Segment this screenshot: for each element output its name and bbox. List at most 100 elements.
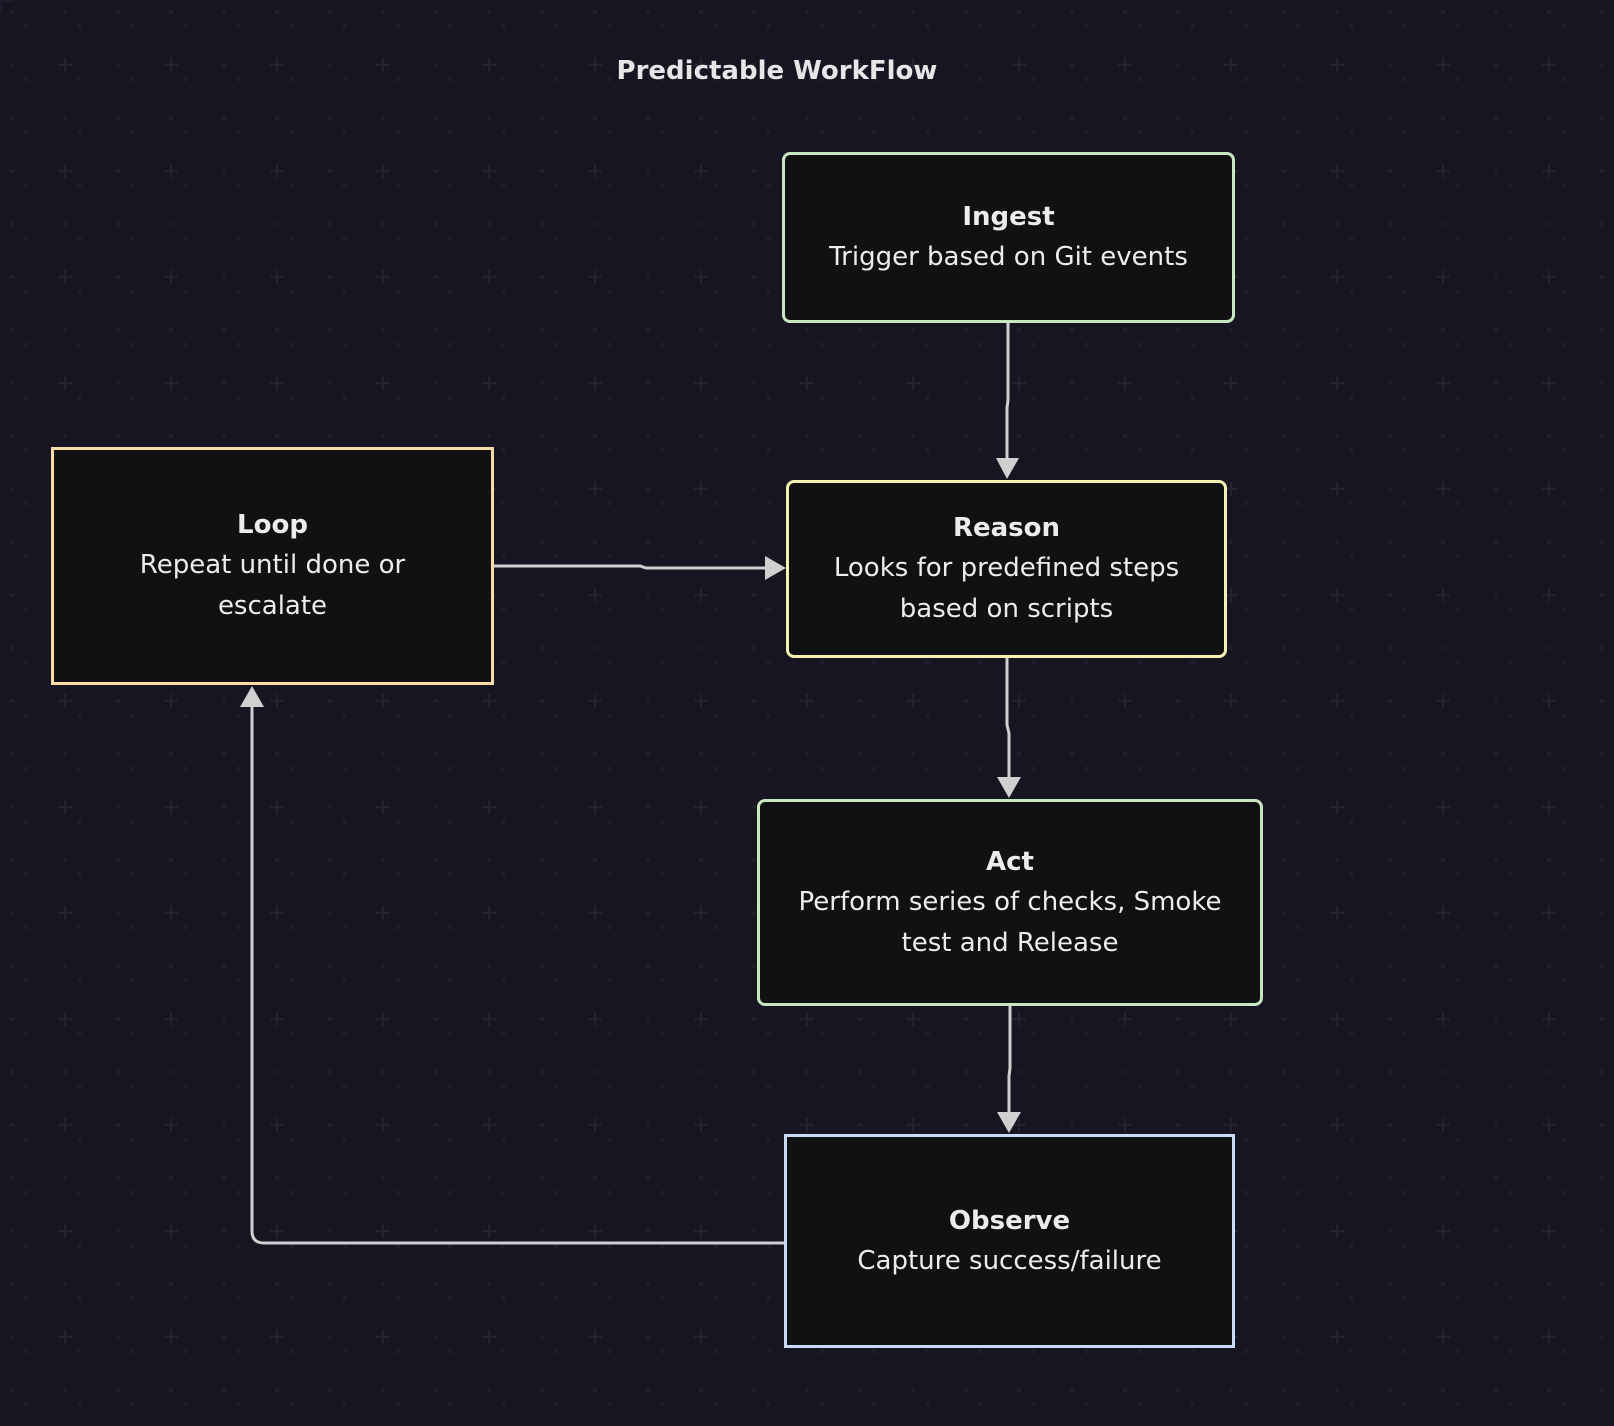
grid-dot <box>222 1017 226 1021</box>
grid-dot <box>593 434 597 438</box>
grid-dot <box>1282 699 1286 703</box>
grid-dot <box>434 1123 438 1127</box>
grid-cross <box>1330 270 1344 284</box>
grid-dot <box>1600 222 1604 226</box>
grid-dot <box>1282 646 1286 650</box>
grid-cross <box>800 1118 814 1132</box>
grid-dot <box>116 169 120 173</box>
grid-dot <box>63 752 67 756</box>
grid-cross <box>906 1118 920 1132</box>
grid-dot <box>10 1070 14 1074</box>
grid-cross <box>1542 588 1556 602</box>
grid-cross <box>376 1012 390 1026</box>
grid-cross <box>588 588 602 602</box>
grid-dot <box>911 10 915 14</box>
grid-dot <box>1229 10 1233 14</box>
grid-dot <box>1229 646 1233 650</box>
grid-dot <box>1494 381 1498 385</box>
grid-dot <box>540 858 544 862</box>
node-reason[interactable]: Reason Looks for predefined steps based … <box>786 480 1227 658</box>
grid-dot <box>222 434 226 438</box>
grid-dot <box>10 1335 14 1339</box>
node-act-description: Perform series of checks, Smoke test and… <box>798 886 1222 958</box>
grid-cross <box>1436 800 1450 814</box>
grid-cross <box>694 376 708 390</box>
grid-dot <box>169 116 173 120</box>
grid-dot <box>858 328 862 332</box>
grid-dot <box>1388 1123 1392 1127</box>
grid-dot <box>1388 63 1392 67</box>
grid-dot <box>275 752 279 756</box>
grid-cross <box>1436 1330 1450 1344</box>
grid-dot <box>1600 964 1604 968</box>
grid-dot <box>593 964 597 968</box>
grid-cross <box>1542 482 1556 496</box>
grid-cross <box>376 1118 390 1132</box>
grid-cross <box>694 164 708 178</box>
grid-dot <box>1388 805 1392 809</box>
grid-cross <box>694 482 708 496</box>
grid-dot <box>434 1335 438 1339</box>
node-act[interactable]: Act Perform series of checks, Smoke test… <box>757 799 1263 1006</box>
grid-dot <box>1335 328 1339 332</box>
grid-dot <box>10 1282 14 1286</box>
grid-dot <box>328 699 332 703</box>
grid-cross <box>1330 1118 1344 1132</box>
grid-dot <box>752 381 756 385</box>
grid-dot <box>1282 1388 1286 1392</box>
grid-cross <box>694 1012 708 1026</box>
grid-cross <box>58 164 72 178</box>
grid-cross <box>482 376 496 390</box>
grid-cross <box>482 800 496 814</box>
node-loop[interactable]: Loop Repeat until done or escalate <box>51 447 494 685</box>
grid-dot <box>381 964 385 968</box>
grid-dot <box>1282 169 1286 173</box>
grid-cross <box>694 800 708 814</box>
grid-cross <box>270 694 284 708</box>
grid-cross <box>482 58 496 72</box>
node-observe[interactable]: Observe Capture success/failure <box>784 1134 1235 1348</box>
grid-dot <box>434 1070 438 1074</box>
grid-dot <box>328 1017 332 1021</box>
grid-dot <box>487 10 491 14</box>
grid-dot <box>1335 10 1339 14</box>
grid-cross <box>164 1118 178 1132</box>
grid-cross <box>1012 694 1026 708</box>
grid-dot <box>699 752 703 756</box>
grid-dot <box>328 1388 332 1392</box>
grid-dot <box>1388 1282 1392 1286</box>
grid-dot <box>1441 1176 1445 1180</box>
grid-cross <box>270 800 284 814</box>
grid-dot <box>1441 858 1445 862</box>
grid-dot <box>1494 964 1498 968</box>
grid-dot <box>1388 487 1392 491</box>
grid-dot <box>381 328 385 332</box>
grid-cross <box>1118 376 1132 390</box>
grid-dot <box>1282 434 1286 438</box>
grid-dot <box>1176 699 1180 703</box>
grid-dot <box>1494 540 1498 544</box>
grid-dot <box>1494 1017 1498 1021</box>
grid-cross <box>1330 164 1344 178</box>
grid-cross <box>1118 58 1132 72</box>
grid-dot <box>1600 858 1604 862</box>
grid-cross <box>1012 376 1026 390</box>
node-ingest-description: Trigger based on Git events <box>829 242 1188 272</box>
grid-dot <box>116 1070 120 1074</box>
grid-dot <box>1547 1282 1551 1286</box>
grid-dot <box>964 328 968 332</box>
grid-dot <box>1600 169 1604 173</box>
grid-dot <box>169 1176 173 1180</box>
grid-dot <box>63 328 67 332</box>
grid-dot <box>1388 1388 1392 1392</box>
grid-dot <box>1282 10 1286 14</box>
node-ingest[interactable]: Ingest Trigger based on Git events <box>782 152 1235 323</box>
grid-dot <box>1388 381 1392 385</box>
grid-dot <box>646 1123 650 1127</box>
grid-dot <box>1547 752 1551 756</box>
grid-cross <box>1224 58 1238 72</box>
grid-dot <box>1388 540 1392 544</box>
grid-dot <box>1070 63 1074 67</box>
grid-dot <box>1600 381 1604 385</box>
grid-dot <box>646 699 650 703</box>
